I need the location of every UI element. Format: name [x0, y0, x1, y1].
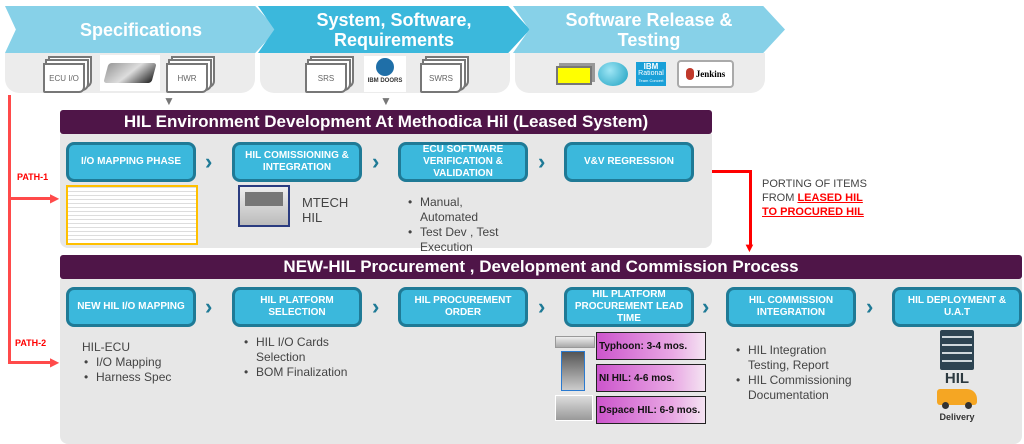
- bullet-item: HIL Integration Testing, Report: [734, 343, 854, 373]
- procured-hil-text: PROCURED HIL: [780, 206, 864, 218]
- mtech-hil-image: [238, 185, 290, 227]
- ni-hil-image: [561, 351, 585, 391]
- ibm-doors-label: IBM DOORS: [367, 78, 403, 84]
- down-arrow-icon: ▼: [380, 94, 392, 108]
- bullet-item: Test Dev , Test Execution: [406, 225, 521, 255]
- newhil-section-title: NEW-HIL Procurement , Development and Co…: [60, 255, 1022, 279]
- step-io-mapping: I/O MAPPING PHASE: [66, 142, 196, 182]
- mtech-hil-label: MTECH HIL: [302, 195, 349, 225]
- yellow-box-icon: [556, 66, 592, 85]
- logo-text: Rational: [638, 70, 664, 77]
- bullet-item: HIL I/O Cards Selection: [242, 335, 362, 365]
- server-rack-icon: [940, 330, 974, 370]
- porting-arrow: [749, 170, 752, 245]
- swrs-doc-icon: SWRS: [420, 63, 462, 93]
- lead-time-typhoon: Typhoon: 3-4 mos.: [596, 332, 706, 360]
- dspace-hil-image: [555, 395, 593, 421]
- porting-arrow: [712, 170, 752, 173]
- path-line: [8, 95, 11, 363]
- down-arrow-icon: ▼: [163, 94, 175, 108]
- newhil-panel: [60, 279, 1022, 444]
- doc-label: SRS: [317, 73, 335, 83]
- phase-label: Specifications: [79, 19, 203, 40]
- chevron-right-icon: ›: [205, 294, 213, 319]
- logo-text: IBM: [643, 62, 659, 71]
- doc-label: SWRS: [429, 73, 453, 83]
- jenkins-logo-icon: Jenkins: [677, 60, 734, 88]
- phase-release-testing: Software Release & Testing: [513, 6, 785, 53]
- delivery-van-icon: [937, 389, 977, 409]
- bullet-item: I/O Mapping: [82, 355, 202, 370]
- chevron-right-icon: ›: [866, 294, 874, 319]
- arrow-head-icon: ▶: [50, 355, 60, 369]
- bullet-item: HIL Commissioning Documentation: [734, 373, 854, 403]
- porting-note: PORTING OF ITEMS FROM LEASED HIL TO PROC…: [762, 177, 867, 219]
- leased-hil-text: LEASED HIL: [797, 192, 863, 204]
- hil-label: HIL: [944, 370, 970, 387]
- ecu-hardware-icon: [100, 55, 160, 91]
- lead-time-ni: NI HIL: 4-6 mos.: [596, 364, 706, 392]
- bullet-item: Harness Spec: [82, 370, 202, 385]
- globe-icon: [598, 62, 628, 86]
- step-commission-integration: HIL COMMISSION INTEGRATION: [726, 287, 856, 327]
- porting-text: PORTING OF ITEMS: [762, 178, 867, 190]
- doc-label: ECU I/O: [49, 73, 79, 83]
- phase-specifications: Specifications: [5, 6, 277, 53]
- hwr-doc-icon: HWR: [166, 63, 208, 93]
- chevron-right-icon: ›: [538, 149, 546, 174]
- arrow-head-icon: ▼: [743, 240, 756, 255]
- step-new-io-mapping: NEW HIL I/O MAPPING: [66, 287, 196, 327]
- chevron-right-icon: ›: [205, 149, 213, 174]
- porting-text: TO: [762, 206, 781, 218]
- step-hil-commissioning: HIL COMISSIONING & INTEGRATION: [232, 142, 362, 182]
- doc-label: HWR: [177, 73, 197, 83]
- lead-time-dspace: Dspace HIL: 6-9 mos.: [596, 396, 706, 424]
- phase-label: Software Release & Testing: [565, 9, 733, 50]
- step-procurement-order: HIL PROCUREMENT ORDER: [398, 287, 528, 327]
- hil-ecu-heading: HIL-ECU: [82, 340, 131, 354]
- phase-label: System, Software, Requirements: [316, 9, 472, 50]
- path1-arrow: [8, 197, 54, 200]
- io-mapping-spreadsheet-image: [66, 185, 198, 245]
- step-vv-regression: V&V REGRESSION: [564, 142, 694, 182]
- leased-section-title: HIL Environment Development At Methodica…: [60, 110, 712, 134]
- chevron-right-icon: ›: [372, 294, 380, 319]
- path2-label: PATH-2: [15, 338, 47, 348]
- porting-text: FROM: [762, 192, 798, 204]
- arrow-head-icon: ▶: [50, 191, 60, 205]
- ecu-io-doc-icon: ECU I/O: [43, 63, 85, 93]
- chevron-right-icon: ›: [372, 149, 380, 174]
- srs-doc-icon: SRS: [305, 63, 347, 93]
- logo-text: Team Concert: [638, 78, 664, 83]
- typhoon-hil-image: [555, 336, 595, 348]
- chevron-right-icon: ›: [538, 294, 546, 319]
- step-deployment-uat: HIL DEPLOYMENT & U.A.T: [892, 287, 1022, 327]
- path1-label: PATH-1: [17, 172, 49, 182]
- ibm-doors-logo-icon: IBM DOORS: [364, 56, 406, 92]
- step-lead-time: HIL PLATFORM PROCUREMENT LEAD TIME: [564, 287, 694, 327]
- jenkins-label: Jenkins: [695, 69, 726, 79]
- bullet-item: Manual, Automated: [406, 195, 521, 225]
- bullet-item: BOM Finalization: [242, 365, 362, 380]
- delivery-label: Delivery: [939, 412, 975, 422]
- phase-requirements: System, Software, Requirements: [258, 6, 530, 53]
- chevron-right-icon: ›: [702, 294, 710, 319]
- step-platform-selection: HIL PLATFORM SELECTION: [232, 287, 362, 327]
- path2-arrow: [8, 361, 54, 364]
- step-ecu-verification: ECU SOFTWARE VERIFICATION & VALIDATION: [398, 142, 528, 182]
